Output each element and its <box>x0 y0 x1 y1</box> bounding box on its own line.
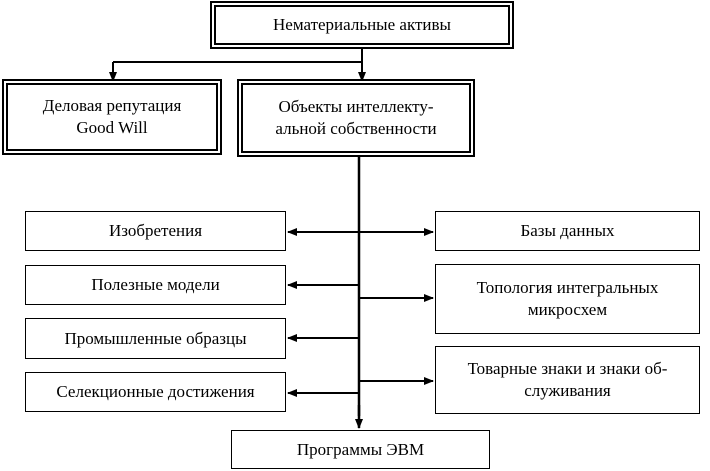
right-item-2-line1: Топология интегральных <box>476 278 659 297</box>
right-item-3-line2: служивания <box>524 381 611 400</box>
goodwill-node: Деловая репутация Good Will <box>6 83 218 151</box>
ip-node-text: Объекты интеллекту- альной собственности <box>275 96 436 140</box>
left-item-2-label: Полезные модели <box>91 275 220 294</box>
right-item-3-text: Товарные знаки и знаки об- служивания <box>468 358 668 402</box>
bottom-item: Программы ЭВМ <box>231 430 490 469</box>
right-item-3: Товарные знаки и знаки об- служивания <box>435 346 700 414</box>
right-item-3-line1: Товарные знаки и знаки об- <box>467 359 668 378</box>
left-item-2: Полезные модели <box>25 265 286 305</box>
ip-node-line1: Объекты интеллекту- <box>278 97 434 116</box>
right-item-1-label: Базы данных <box>520 221 615 240</box>
left-item-1: Изобретения <box>25 211 286 251</box>
left-item-3: Промышленные образцы <box>25 318 286 359</box>
left-item-4: Селекционные достижения <box>25 372 286 412</box>
left-item-4-label: Селекционные достижения <box>56 382 255 401</box>
right-item-2: Топология интегральных микросхем <box>435 264 700 334</box>
bottom-item-label: Программы ЭВМ <box>296 439 425 459</box>
right-item-2-text: Топология интегральных микросхем <box>477 277 659 321</box>
root-node: Нематериальные активы <box>214 5 510 45</box>
root-node-label: Нематериальные активы <box>273 15 451 34</box>
ip-node-line2: альной собственности <box>275 119 437 138</box>
right-item-1: Базы данных <box>435 211 700 251</box>
right-item-2-line2: микросхем <box>527 300 608 319</box>
left-item-1-label: Изобретения <box>108 221 203 240</box>
goodwill-node-line2: Good Will <box>76 118 148 137</box>
goodwill-node-line1: Деловая репутация <box>42 96 182 115</box>
left-item-3-label: Промышленные образцы <box>64 328 247 348</box>
ip-node: Объекты интеллекту- альной собственности <box>241 83 471 153</box>
goodwill-node-text: Деловая репутация Good Will <box>43 95 182 139</box>
